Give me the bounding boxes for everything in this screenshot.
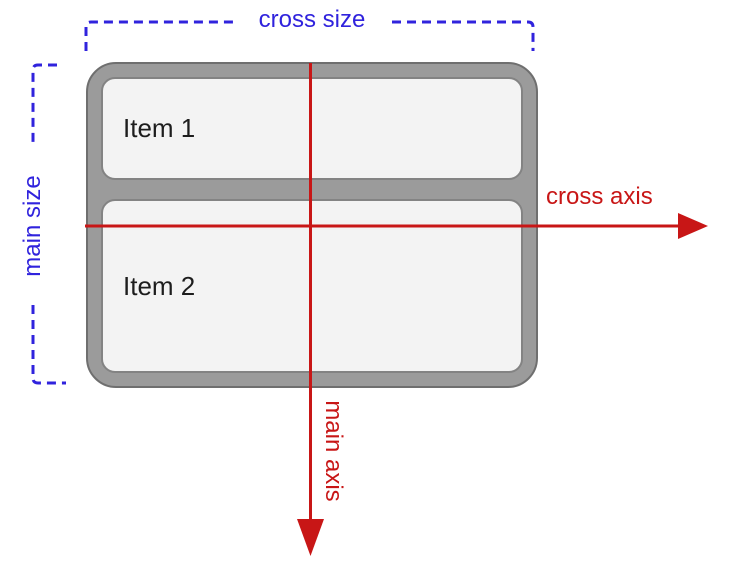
main-axis-arrowhead-icon: [297, 519, 324, 556]
main-axis-label: main axis: [320, 400, 348, 502]
main-size-bracket-bottom: [31, 305, 66, 385]
flex-item-1: Item 1: [101, 77, 523, 180]
main-size-bracket-top: [31, 63, 57, 145]
flex-item-2: Item 2: [101, 199, 523, 373]
cross-axis-label: cross axis: [546, 183, 653, 210]
flex-container: Item 1 Item 2: [86, 62, 538, 388]
cross-axis-arrowhead-icon: [678, 213, 708, 239]
cross-size-bracket-left: [84, 20, 238, 51]
flex-item-1-label: Item 1: [123, 113, 196, 143]
main-size-label: main size: [18, 175, 46, 277]
cross-size-label: cross size: [258, 6, 366, 33]
cross-size-bracket-right: [392, 20, 535, 51]
flex-item-2-label: Item 2: [123, 270, 196, 301]
